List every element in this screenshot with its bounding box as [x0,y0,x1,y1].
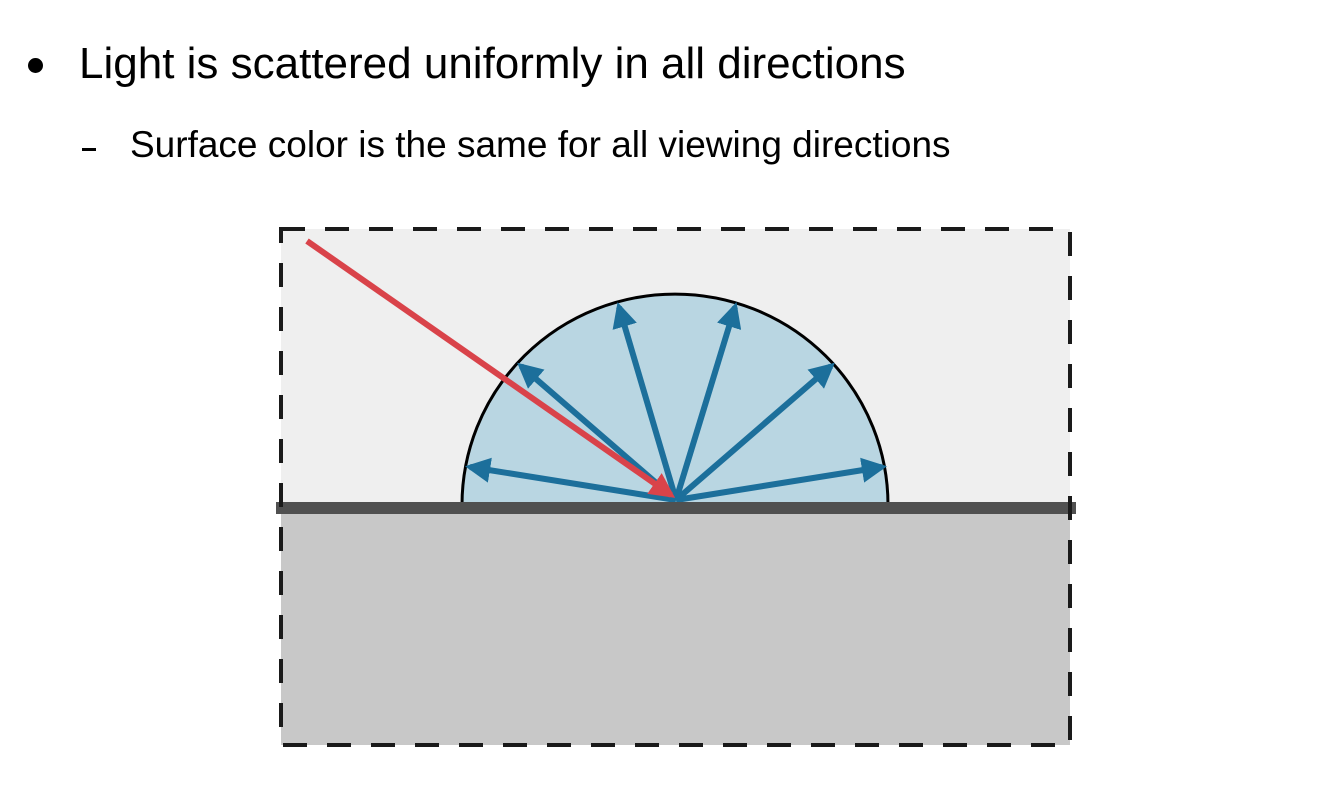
dashed-frame [279,227,1072,747]
scattered-ray [465,457,677,503]
incident-light-ray [305,238,676,498]
bullet-dot-icon [28,57,43,73]
sub-bullet-item: Surface color is the same for all viewin… [82,120,951,170]
bullet-text: Light is scattered uniformly in all dire… [79,39,906,88]
sub-bullet-text: Surface color is the same for all viewin… [130,124,951,165]
scattered-ray [675,457,887,503]
scattering-hemisphere [460,292,890,507]
scattered-ray [673,302,742,501]
scattered-ray [674,362,835,503]
scattered-ray [612,302,679,501]
lower-region [281,508,1070,745]
dash-icon [82,147,96,151]
bullet-item: Light is scattered uniformly in all dire… [28,34,906,94]
